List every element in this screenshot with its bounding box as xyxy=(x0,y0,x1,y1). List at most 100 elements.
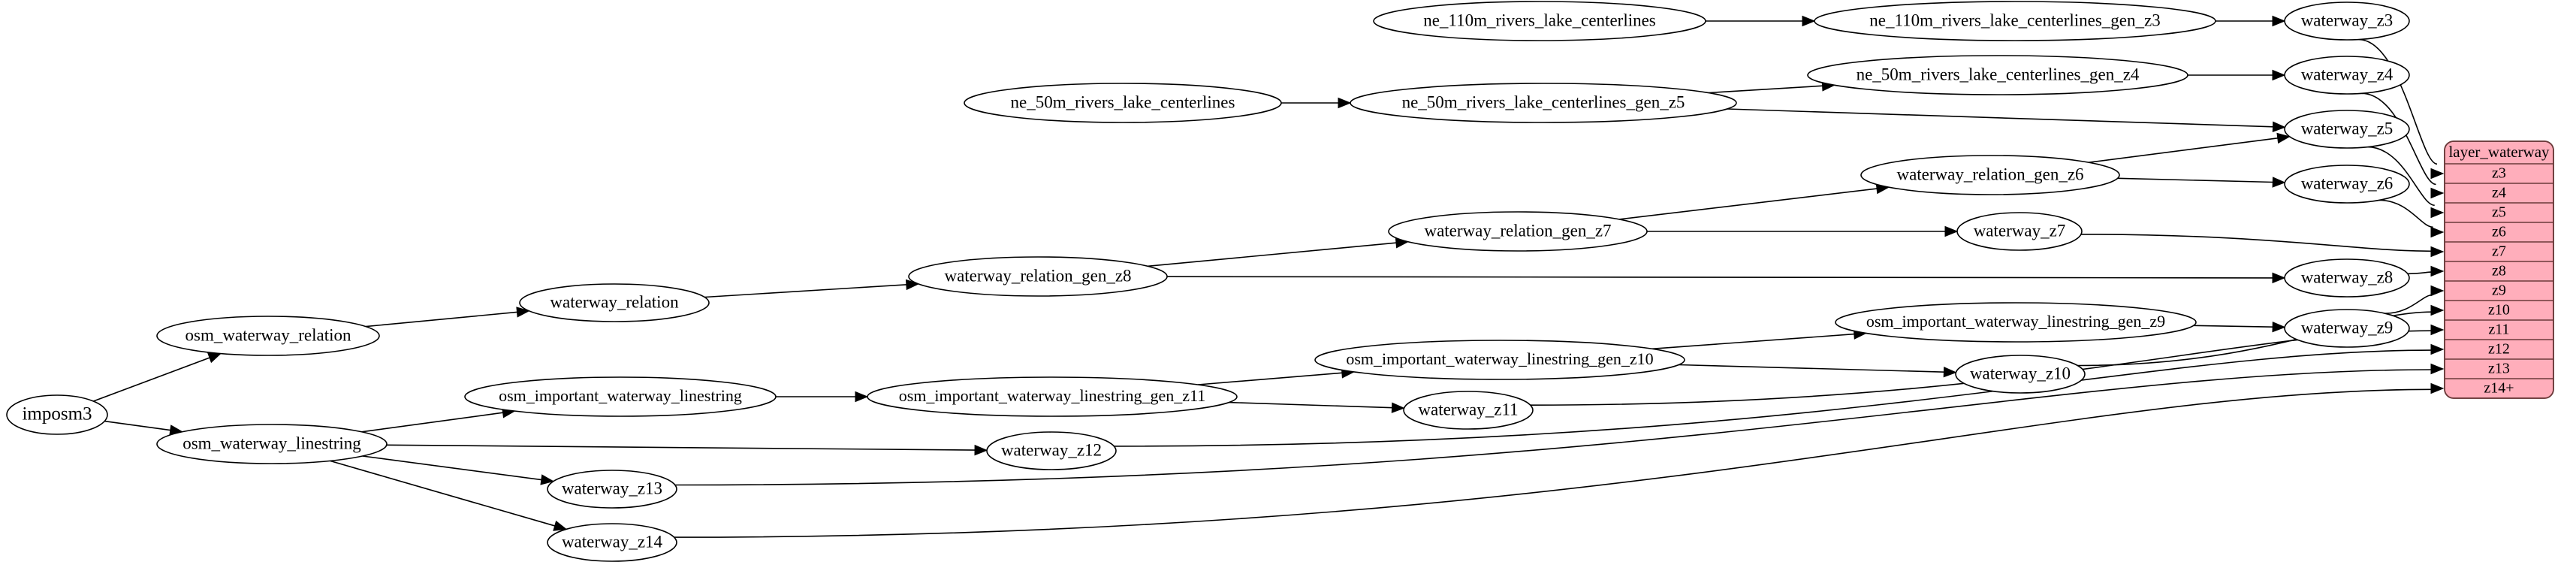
node-label: waterway_z3 xyxy=(2301,11,2394,29)
node-osm_waterway_linestring[interactable]: osm_waterway_linestring xyxy=(156,424,388,464)
graph-edge xyxy=(2378,199,2445,238)
node-waterway_z4[interactable]: waterway_z4 xyxy=(2284,56,2410,95)
node-waterway_relation_gen_z8[interactable]: waterway_relation_gen_z8 xyxy=(908,256,1168,297)
node-shape xyxy=(1956,212,2083,251)
table-border xyxy=(2444,140,2554,399)
node-waterway_relation[interactable]: waterway_relation xyxy=(519,283,710,322)
graph-edge xyxy=(386,444,988,456)
edges-layer xyxy=(93,15,2445,538)
node-label: osm_important_waterway_linestring_gen_z1… xyxy=(899,386,1206,405)
node-waterway_z11[interactable]: waterway_z11 xyxy=(1403,391,1534,430)
node-waterway_z10[interactable]: waterway_z10 xyxy=(1955,355,2086,394)
graph-edge xyxy=(2088,132,2291,163)
node-label: waterway_z12 xyxy=(1001,440,1102,459)
node-osm_important_waterway_linestring_gen_z10[interactable]: osm_important_waterway_linestring_gen_z1… xyxy=(1314,340,1685,380)
graph-edge xyxy=(1727,108,2286,133)
graph-edge xyxy=(330,460,568,531)
node-osm_important_waterway_linestring_gen_z9[interactable]: osm_important_waterway_linestring_gen_z9 xyxy=(1835,302,2197,343)
node-ne_50m_rivers_lake_centerlines[interactable]: ne_50m_rivers_lake_centerlines xyxy=(964,83,1282,123)
graph-edge xyxy=(2080,234,2445,258)
node-label: waterway_z6 xyxy=(2301,174,2394,192)
node-label: waterway_z5 xyxy=(2301,119,2394,137)
table-row[interactable]: z12 xyxy=(2445,341,2553,360)
node-waterway_z8[interactable]: waterway_z8 xyxy=(2284,258,2410,298)
graph-edge xyxy=(1148,237,1410,267)
table-row-label: z3 xyxy=(2492,165,2506,182)
table-row-label: z10 xyxy=(2488,302,2510,319)
graph-edge xyxy=(361,407,516,433)
table-row[interactable]: z10 xyxy=(2445,302,2553,321)
node-shape xyxy=(1403,391,1534,430)
node-shape xyxy=(519,283,710,322)
node-shape xyxy=(908,256,1168,297)
node-label: waterway_z7 xyxy=(1974,221,2066,240)
graph-edge xyxy=(2188,69,2286,81)
node-waterway_relation_gen_z6[interactable]: waterway_relation_gen_z6 xyxy=(1860,155,2120,195)
table-row[interactable]: z13 xyxy=(2445,361,2553,379)
table-row-label: z9 xyxy=(2492,282,2506,299)
node-label: ne_110m_rivers_lake_centerlines_gen_z3 xyxy=(1869,11,2160,29)
node-ne_110m_rivers_lake_centerlines_gen_z3[interactable]: ne_110m_rivers_lake_centerlines_gen_z3 xyxy=(1814,1,2216,41)
node-label: osm_important_waterway_linestring xyxy=(499,386,742,405)
table-row[interactable]: z11 xyxy=(2445,322,2553,340)
table-row-label: z13 xyxy=(2488,361,2510,377)
node-shape xyxy=(6,394,108,435)
node-label: waterway_relation_gen_z8 xyxy=(944,266,1131,285)
table-row-label: z8 xyxy=(2492,263,2506,279)
table-row[interactable]: z9 xyxy=(2445,282,2553,301)
node-imposm3[interactable]: imposm3 xyxy=(6,394,108,435)
graph-edge xyxy=(674,382,2445,538)
graph-edge xyxy=(674,363,2445,486)
node-shape xyxy=(1388,211,1648,252)
node-label: waterway_z13 xyxy=(562,479,662,497)
table-row-label: z11 xyxy=(2488,322,2509,338)
node-osm_important_waterway_linestring[interactable]: osm_important_waterway_linestring xyxy=(464,376,777,417)
node-osm_important_waterway_linestring_gen_z11[interactable]: osm_important_waterway_linestring_gen_z1… xyxy=(867,376,1238,417)
node-waterway_z12[interactable]: waterway_z12 xyxy=(986,431,1117,470)
node-shape xyxy=(2284,2,2410,41)
node-waterway_z6[interactable]: waterway_z6 xyxy=(2284,165,2410,204)
node-label: osm_waterway_relation xyxy=(186,325,351,344)
node-shape xyxy=(156,424,388,464)
table-row[interactable]: z6 xyxy=(2445,224,2553,243)
table-row[interactable]: z8 xyxy=(2445,263,2553,282)
graph-edge xyxy=(1114,343,2445,447)
node-label: waterway_z14 xyxy=(562,532,663,551)
table-row[interactable]: z4 xyxy=(2445,185,2553,204)
graph-edge xyxy=(1229,401,1405,413)
node-waterway_z13[interactable]: waterway_z13 xyxy=(547,470,677,509)
node-label: waterway_z8 xyxy=(2301,267,2394,286)
node-label: ne_50m_rivers_lake_centerlines_gen_z4 xyxy=(1857,65,2140,83)
graph-edge xyxy=(1647,225,1959,237)
node-shape xyxy=(1814,1,2216,41)
node-waterway_relation_gen_z7[interactable]: waterway_relation_gen_z7 xyxy=(1388,211,1648,252)
graph-edge xyxy=(2216,15,2286,27)
node-ne_50m_rivers_lake_centerlines_gen_z5[interactable]: ne_50m_rivers_lake_centerlines_gen_z5 xyxy=(1350,83,1737,123)
node-ne_50m_rivers_lake_centerlines_gen_z4[interactable]: ne_50m_rivers_lake_centerlines_gen_z4 xyxy=(1807,55,2188,95)
table-row[interactable]: z7 xyxy=(2445,243,2553,262)
node-waterway_z5[interactable]: waterway_z5 xyxy=(2284,110,2410,149)
node-ne_110m_rivers_lake_centerlines[interactable]: ne_110m_rivers_lake_centerlines xyxy=(1373,1,1706,41)
table-row[interactable]: z14+ xyxy=(2484,380,2514,397)
node-label: imposm3 xyxy=(22,404,92,425)
graph-edge xyxy=(1281,97,1352,109)
node-waterway_z7[interactable]: waterway_z7 xyxy=(1956,212,2083,251)
table-row[interactable]: z5 xyxy=(2445,204,2553,223)
graph-edge xyxy=(1708,80,1835,94)
node-shape xyxy=(986,431,1117,470)
node-shape xyxy=(1860,155,2120,195)
node-label: waterway_z11 xyxy=(1418,400,1518,418)
graph-edge xyxy=(2358,38,2445,180)
node-waterway_z3[interactable]: waterway_z3 xyxy=(2284,2,2410,41)
node-osm_waterway_relation[interactable]: osm_waterway_relation xyxy=(156,316,380,356)
graph-edge xyxy=(1679,364,1957,378)
node-waterway_z14[interactable]: waterway_z14 xyxy=(547,523,677,562)
graph-edge xyxy=(2361,92,2445,199)
graph-edge xyxy=(1706,15,1816,27)
table-row[interactable]: z3 xyxy=(2445,165,2553,184)
graph-edge xyxy=(776,391,869,403)
node-label: osm_important_waterway_linestring_gen_z9 xyxy=(1866,312,2165,331)
node-shape xyxy=(1807,55,2188,95)
node-waterway_z9[interactable]: waterway_z9 xyxy=(2284,309,2410,348)
